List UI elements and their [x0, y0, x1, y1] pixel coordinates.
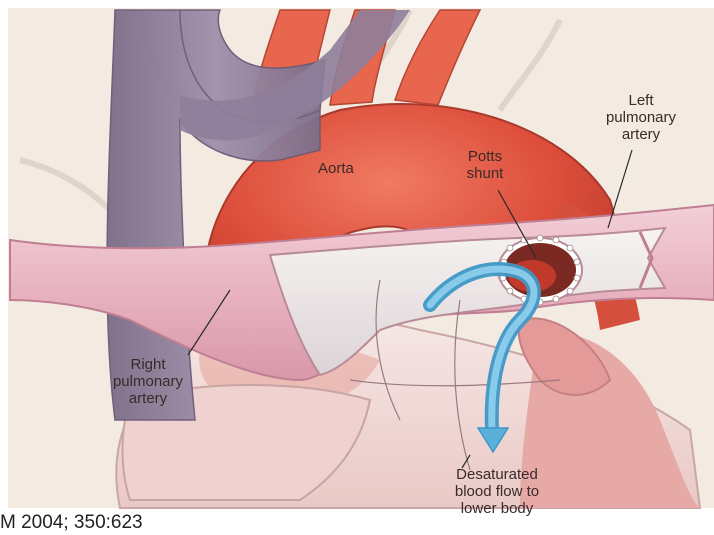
label-aorta: Aorta: [318, 160, 398, 177]
label-right-pulmonary-artery: Right pulmonary artery: [88, 356, 208, 407]
label-desaturated-flow: Desaturated blood flow to lower body: [422, 466, 572, 517]
label-left-pulmonary-artery: Left pulmonary artery: [586, 92, 696, 143]
citation: M 2004; 350:623: [0, 512, 143, 534]
label-potts-shunt: Potts shunt: [440, 148, 530, 182]
